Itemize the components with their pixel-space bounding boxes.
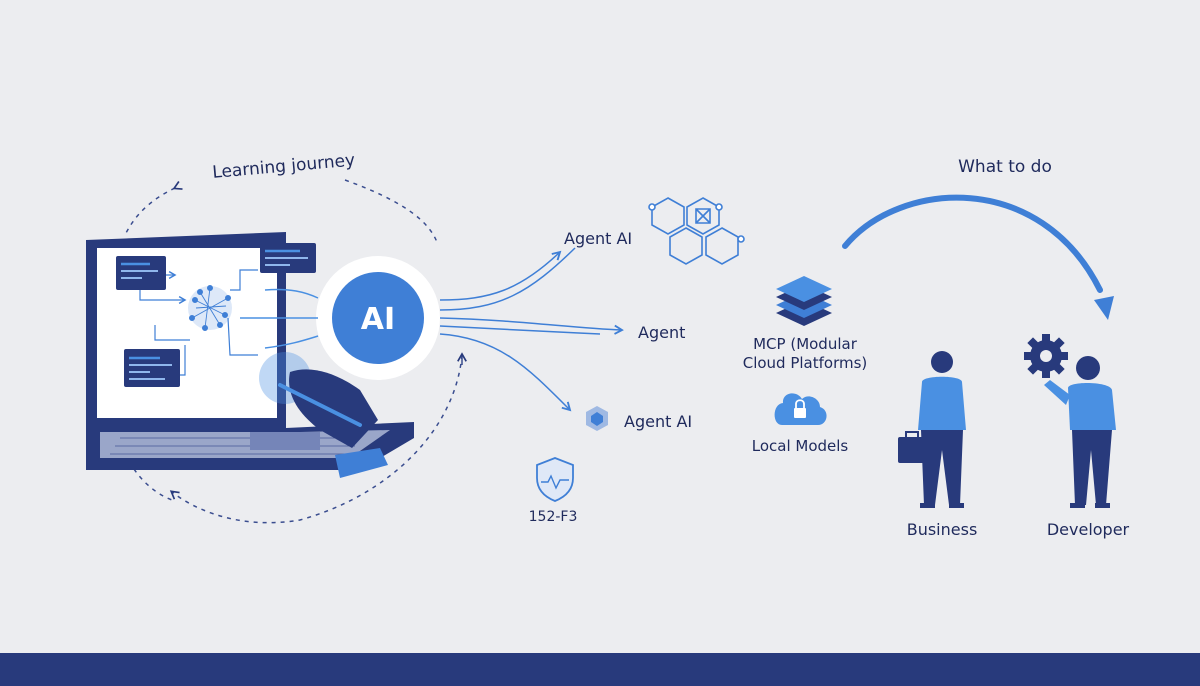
mcp-label-line1: MCP (Modular [753, 335, 858, 353]
business-person: Business [898, 351, 977, 539]
branch-arrows [439, 247, 624, 412]
stack-layers-icon [776, 276, 832, 326]
branch-1-label: Agent AI [564, 229, 632, 248]
laptop-illustration [86, 232, 414, 478]
gear-icon [1024, 334, 1068, 378]
small-hexagon-icon [586, 406, 608, 431]
what-to-do-label: What to do [958, 157, 1052, 177]
hexagon-cluster-icon [648, 197, 745, 265]
branch-2-label: Agent [638, 323, 685, 342]
local-models-label: Local Models [752, 437, 849, 455]
business-label: Business [907, 520, 978, 539]
branch-3-label: Agent AI [624, 412, 692, 431]
neural-network-icon [188, 285, 232, 331]
code-card-2 [260, 243, 316, 273]
learning-journey-title: Learning journey [212, 150, 356, 182]
local-models-item: Local Models [752, 393, 849, 455]
code-card-1 [116, 256, 166, 290]
hand-with-stylus [259, 352, 388, 478]
branch-agent-ai-top: Agent AI [564, 197, 745, 265]
code-card-3 [124, 349, 180, 387]
what-to-do-arrow: What to do [842, 157, 1114, 320]
shield-item: 152-F3 [529, 457, 578, 525]
briefcase-icon [898, 431, 926, 463]
shield-icon [536, 457, 574, 502]
ai-label: AI [361, 302, 395, 337]
developer-label: Developer [1047, 520, 1130, 539]
mcp-stack-item: MCP (Modular Cloud Platforms) [743, 276, 868, 372]
mcp-label-line2: Cloud Platforms) [743, 354, 868, 372]
developer-person: Developer [1024, 334, 1130, 539]
laptop-to-ai-connectors [240, 288, 319, 349]
footer-bar [0, 653, 1200, 686]
shield-label: 152-F3 [529, 509, 578, 525]
branch-agent-ai-bottom: Agent AI [586, 406, 692, 431]
ai-center-node: AI [316, 256, 440, 380]
